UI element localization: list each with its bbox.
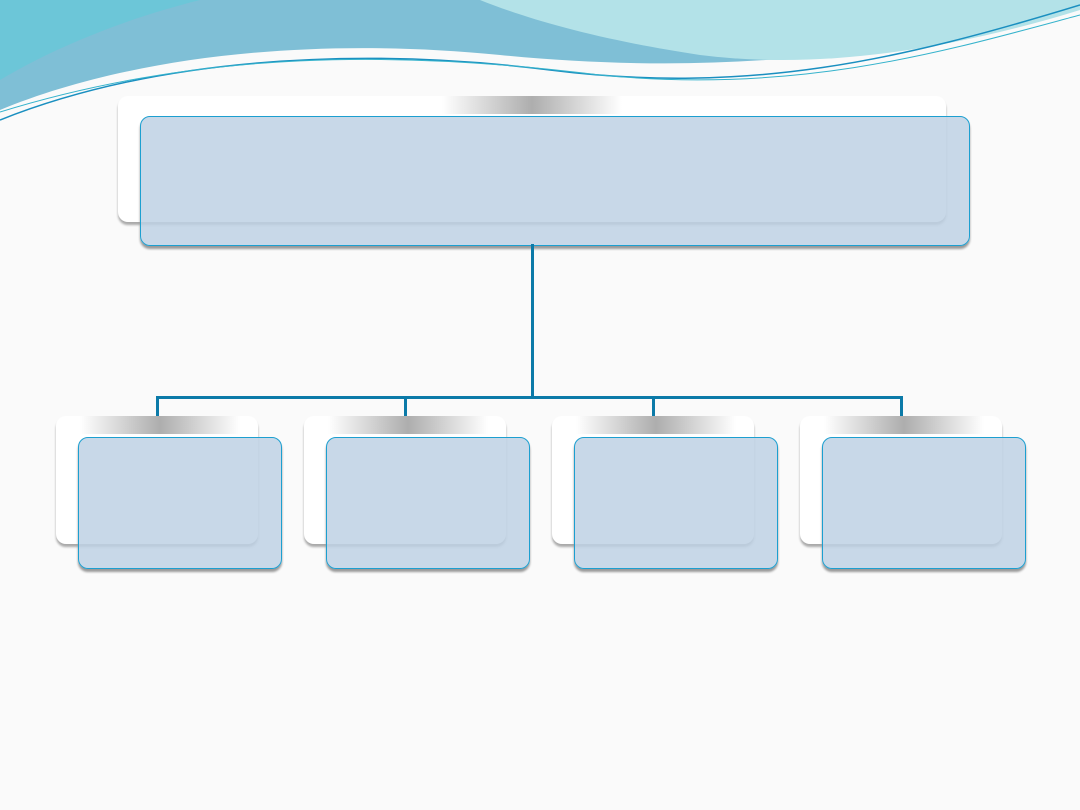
child-box-3 (574, 437, 778, 569)
header-wave-decoration (0, 0, 1080, 121)
connector-child-1 (156, 396, 159, 416)
connector-child-2 (404, 396, 407, 416)
child-box-4 (822, 437, 1026, 569)
connector-child-3 (652, 396, 655, 416)
child-box-2 (326, 437, 530, 569)
child-box-1 (78, 437, 282, 569)
connector-horizontal (156, 396, 903, 399)
root-box (140, 116, 970, 246)
connector-child-4 (900, 396, 903, 416)
connector-root-vertical (531, 244, 534, 398)
